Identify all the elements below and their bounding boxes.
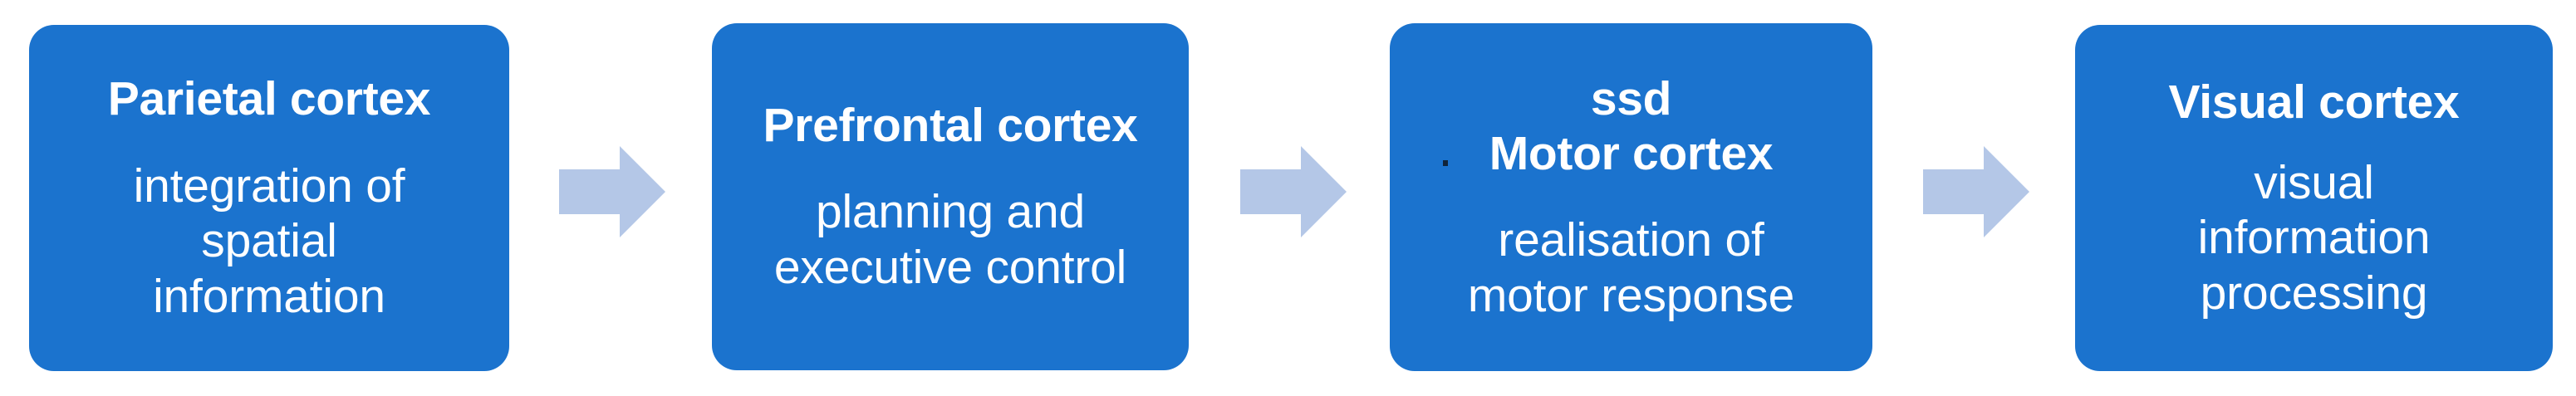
node-description-line: processing bbox=[2200, 266, 2428, 320]
node-description: realisation of motor response bbox=[1468, 213, 1794, 323]
node-prefrontal-cortex[interactable]: Prefrontal cortex planning and executive… bbox=[712, 23, 1189, 370]
node-description: integration of spatial information bbox=[134, 159, 405, 325]
node-description-line: information bbox=[2197, 211, 2431, 265]
node-description-line: visual bbox=[2254, 155, 2374, 209]
right-arrow-icon bbox=[1923, 146, 2029, 237]
node-description: visual information processing bbox=[2198, 155, 2431, 321]
right-arrow-icon bbox=[559, 146, 665, 237]
node-description-line: spatial bbox=[201, 214, 337, 268]
node-parietal-cortex[interactable]: Parietal cortex integration of spatial i… bbox=[29, 25, 509, 371]
node-description-line: realisation of bbox=[1498, 213, 1764, 266]
node-motor-cortex[interactable]: ssd Motor cortex realisation of motor re… bbox=[1390, 23, 1872, 371]
node-visual-cortex[interactable]: Visual cortex visual information process… bbox=[2075, 25, 2553, 371]
node-description-line: integration of bbox=[133, 159, 405, 213]
node-description-line: executive control bbox=[773, 241, 1127, 295]
node-subtitle: Motor cortex bbox=[1489, 126, 1774, 180]
stray-dot-artifact bbox=[1443, 160, 1448, 166]
node-description-line: planning and bbox=[815, 185, 1086, 239]
node-description: planning and executive control bbox=[773, 184, 1127, 295]
right-arrow-icon bbox=[1240, 146, 1347, 237]
node-description-line: motor response bbox=[1467, 268, 1795, 322]
node-title: Prefrontal cortex bbox=[763, 99, 1138, 153]
node-description-line: information bbox=[153, 269, 385, 323]
node-title: ssd bbox=[1590, 71, 1672, 125]
node-title: Visual cortex bbox=[2168, 76, 2460, 130]
node-title: Parietal cortex bbox=[107, 72, 431, 126]
